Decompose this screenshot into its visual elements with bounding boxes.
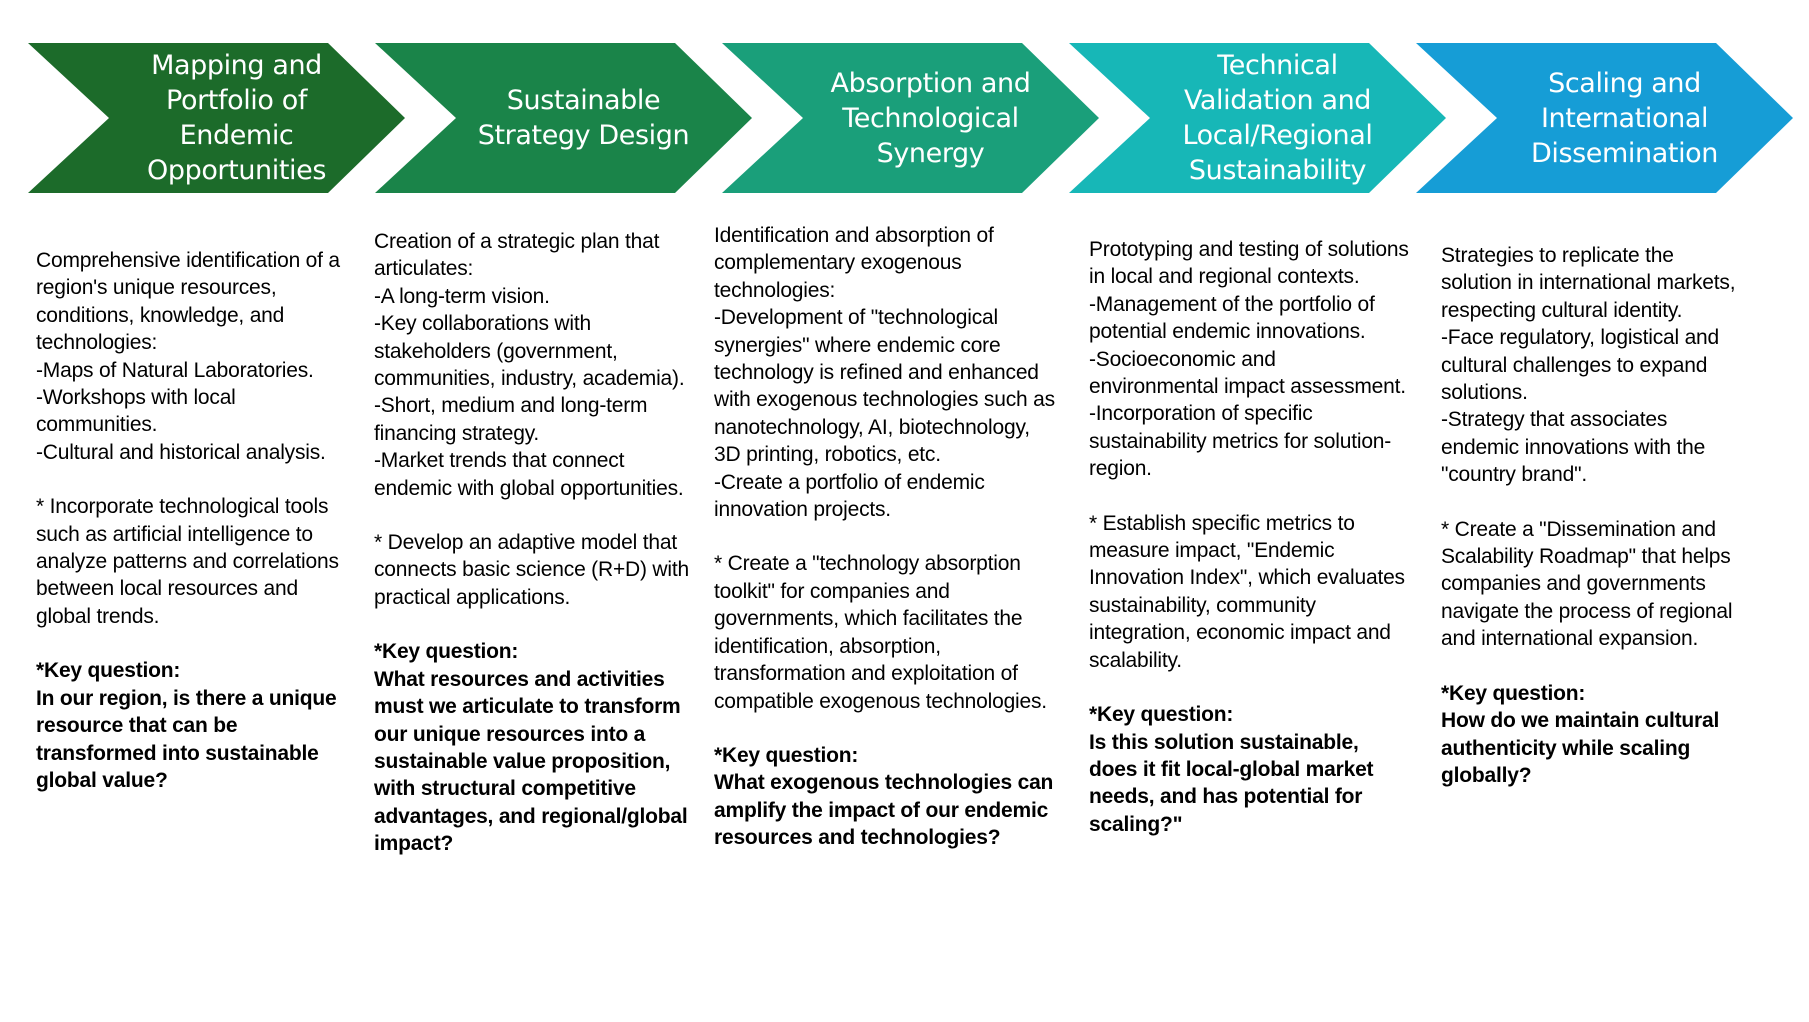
stage-5-details: Strategies to replicate the solution in … bbox=[1441, 242, 1741, 789]
stage-1-action: * Incorporate technological tools such a… bbox=[36, 495, 339, 628]
chevron-arrow-shape bbox=[1069, 43, 1446, 193]
stage-3-description: Identification and absorption of complem… bbox=[714, 224, 1055, 522]
stage-1-title: Mapping and Portfolio of Endemic Opportu… bbox=[146, 50, 327, 186]
stage-2-key-question: What resources and activities must we ar… bbox=[374, 667, 688, 856]
chevron-arrow-shape bbox=[722, 43, 1099, 193]
stage-5-title: Scaling and International Dissemination bbox=[1530, 67, 1719, 169]
stage-4-details: Prototyping and testing of solutions in … bbox=[1089, 236, 1409, 838]
stage-5-chevron: Scaling and International Dissemination bbox=[1416, 43, 1793, 193]
stage-2-details: Creation of a strategic plan that articu… bbox=[374, 228, 704, 858]
stage-5-key-question: How do we maintain cultural authenticity… bbox=[1441, 709, 1720, 787]
stage-3-title: Absorption and Technological Synergy bbox=[830, 67, 1031, 169]
stage-1-key-question-label: *Key question: bbox=[36, 659, 181, 683]
stage-4-action: * Establish specific metrics to measure … bbox=[1089, 511, 1405, 672]
stage-3-details: Identification and absorption of complem… bbox=[714, 222, 1059, 852]
stage-3-chevron: Absorption and Technological Synergy bbox=[722, 43, 1099, 193]
stage-1-key-question: In our region, is there a unique resourc… bbox=[36, 686, 337, 792]
stage-3-action: * Create a "technology absorption toolki… bbox=[714, 552, 1047, 713]
stage-1-details: Comprehensive identification of a region… bbox=[36, 247, 346, 794]
stage-1-description: Comprehensive identification of a region… bbox=[36, 249, 340, 464]
stage-5-key-question-label: *Key question: bbox=[1441, 681, 1586, 705]
stage-5-action: * Create a "Dissemination and Scalabilit… bbox=[1441, 517, 1733, 651]
stage-4-key-question-label: *Key question: bbox=[1089, 703, 1234, 727]
stage-4-description: Prototyping and testing of solutions in … bbox=[1089, 238, 1409, 481]
stage-2-description: Creation of a strategic plan that articu… bbox=[374, 230, 685, 500]
stage-4-chevron: Technical Validation and Local/Regional … bbox=[1069, 43, 1446, 193]
stage-3-key-question-label: *Key question: bbox=[714, 743, 859, 767]
stage-4-key-question: Is this solution sustainable, does it fi… bbox=[1089, 730, 1374, 836]
stage-1-chevron: Mapping and Portfolio of Endemic Opportu… bbox=[28, 43, 405, 193]
stage-2-action: * Develop an adaptive model that connect… bbox=[374, 531, 689, 609]
stage-3-key-question: What exogenous technologies can amplify … bbox=[714, 771, 1054, 850]
chevron-arrow-shape bbox=[1416, 43, 1793, 193]
stage-2-title: Sustainable Strategy Design bbox=[477, 85, 690, 151]
chevron-arrow-shape bbox=[375, 43, 752, 193]
stage-4-title: Technical Validation and Local/Regional … bbox=[1182, 50, 1373, 186]
stage-5-description: Strategies to replicate the solution in … bbox=[1441, 244, 1736, 487]
chevron-arrow-shape bbox=[28, 43, 405, 193]
stage-2-key-question-label: *Key question: bbox=[374, 640, 519, 664]
stage-2-chevron: Sustainable Strategy Design bbox=[375, 43, 752, 193]
